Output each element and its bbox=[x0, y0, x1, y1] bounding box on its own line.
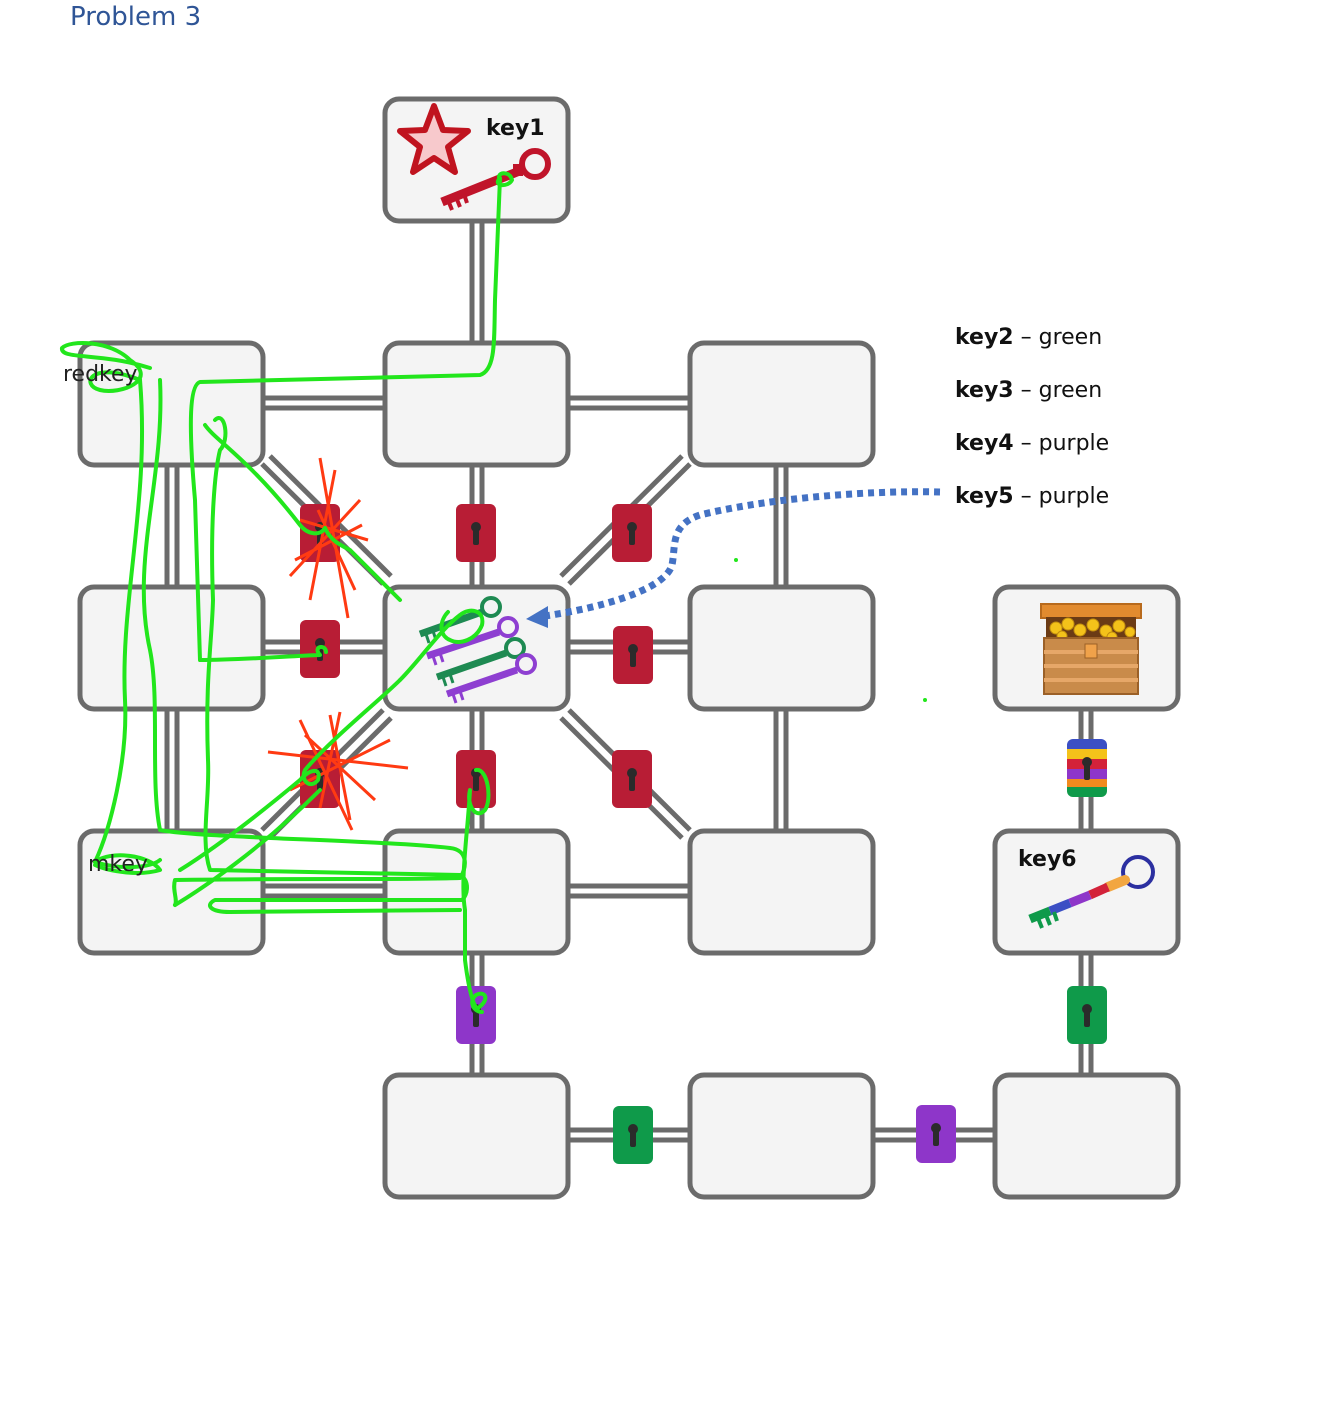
room-center-keys bbox=[382, 584, 571, 712]
lock-red-icon bbox=[613, 626, 653, 684]
room-r3c3 bbox=[687, 828, 876, 956]
redkey-handwriting: redkey bbox=[63, 362, 138, 387]
green-purple-keys-icon bbox=[418, 596, 537, 704]
room-r2c1 bbox=[77, 584, 266, 712]
bottom-left-handwriting: mkey bbox=[88, 852, 148, 877]
key6-label: key6 bbox=[1018, 847, 1077, 872]
legend-key: key4 bbox=[955, 431, 1014, 456]
red-scribble-star-2 bbox=[267, 711, 409, 831]
room-r3c2 bbox=[382, 828, 571, 956]
legend-row: key3 – green bbox=[955, 375, 1109, 428]
legend-key: key3 bbox=[955, 378, 1014, 403]
room-r4c2 bbox=[382, 1072, 571, 1200]
lock-purple-icon bbox=[916, 1105, 956, 1163]
legend-row: key4 – purple bbox=[955, 428, 1109, 481]
page-title: Problem 3 bbox=[70, 2, 202, 32]
legend-color: green bbox=[1038, 378, 1103, 403]
legend-sep: – bbox=[1020, 325, 1032, 350]
legend-sep: – bbox=[1020, 484, 1032, 509]
key-color-legend: key2 – green key3 – green key4 – purple … bbox=[955, 322, 1109, 534]
legend-row: key5 – purple bbox=[955, 481, 1109, 534]
red-star-icon bbox=[397, 103, 471, 175]
legend-row: key2 – green bbox=[955, 322, 1109, 375]
lock-green-icon bbox=[1067, 986, 1107, 1044]
green-scribble-path bbox=[60, 171, 514, 1014]
lock-red-icon bbox=[456, 750, 496, 808]
legend-key: key2 bbox=[955, 325, 1014, 350]
treasure-chest-icon bbox=[1040, 603, 1142, 695]
legend-sep: – bbox=[1020, 378, 1032, 403]
room-r4c4 bbox=[992, 1072, 1181, 1200]
lock-red-icon bbox=[456, 504, 496, 562]
room-r4c3 bbox=[687, 1072, 876, 1200]
legend-color: green bbox=[1038, 325, 1103, 350]
key1-label: key1 bbox=[486, 116, 545, 141]
room-r1c2 bbox=[382, 340, 571, 468]
room-r3c1 bbox=[77, 828, 266, 956]
legend-color: purple bbox=[1038, 484, 1110, 509]
lock-rainbow-icon bbox=[1067, 739, 1107, 797]
legend-sep: – bbox=[1020, 431, 1032, 456]
room-r2c3 bbox=[687, 584, 876, 712]
lock-green-icon bbox=[613, 1106, 653, 1164]
rainbow-key-icon bbox=[1028, 855, 1155, 929]
legend-key: key5 bbox=[955, 484, 1014, 509]
lock-red-icon bbox=[612, 504, 652, 562]
lock-red-icon bbox=[612, 750, 652, 808]
room-r1c3 bbox=[687, 340, 876, 468]
legend-color: purple bbox=[1038, 431, 1110, 456]
blue-dotted-arrow bbox=[526, 488, 941, 628]
green-dots bbox=[734, 558, 927, 702]
